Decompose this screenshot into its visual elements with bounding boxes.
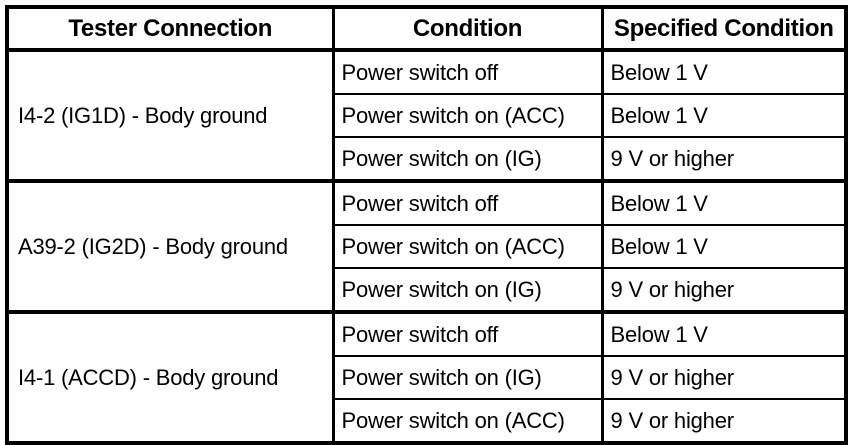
table-row: I4-2 (IG1D) - Body ground Power switch o…: [7, 50, 846, 181]
specified-condition-cell: 9 V or higher: [602, 267, 846, 312]
condition-cell: Power switch off: [333, 179, 604, 225]
tester-connection-cell: I4-1 (ACCD) - Body ground: [7, 310, 335, 443]
condition-cell: Power switch off: [333, 310, 604, 356]
table-row: Power switch on (ACC) Below 1 V: [7, 224, 846, 268]
specified-condition-cell: 9 V or higher: [602, 398, 846, 443]
condition-cell: Power switch on (IG): [333, 355, 604, 399]
condition-cell: Power switch on (IG): [333, 136, 604, 181]
specified-condition-cell: Below 1 V: [602, 224, 846, 268]
table-row: Power switch on (IG) 9 V or higher: [7, 136, 846, 181]
tester-connection-cell: A39-2 (IG2D) - Body ground: [7, 179, 335, 312]
column-header-specified-condition: Specified Condition: [602, 7, 846, 52]
specification-table: Tester Connection Condition Specified Co…: [5, 5, 848, 445]
specified-condition-cell: Below 1 V: [602, 310, 846, 356]
table-row: Power switch on (IG) 9 V or higher: [7, 355, 846, 399]
specified-condition-cell: Below 1 V: [602, 50, 846, 94]
condition-cell: Power switch on (ACC): [333, 398, 604, 443]
table-header: Tester Connection Condition Specified Co…: [7, 7, 846, 52]
column-header-condition: Condition: [333, 7, 604, 52]
condition-cell: Power switch off: [333, 50, 604, 94]
column-header-tester-connection: Tester Connection: [7, 7, 335, 52]
table-row: I4-1 (ACCD) - Body ground Power switch o…: [7, 310, 846, 443]
tester-connection-cell: I4-2 (IG1D) - Body ground: [7, 50, 335, 181]
specified-condition-cell: 9 V or higher: [602, 136, 846, 181]
condition-cell: Power switch on (ACC): [333, 93, 604, 137]
table-body: I4-2 (IG1D) - Body ground Power switch o…: [7, 50, 846, 443]
specified-condition-cell: Below 1 V: [602, 93, 846, 137]
table-row: A39-2 (IG2D) - Body ground Power switch …: [7, 179, 846, 312]
specified-condition-cell: 9 V or higher: [602, 355, 846, 399]
condition-cell: Power switch on (ACC): [333, 224, 604, 268]
header-row: Tester Connection Condition Specified Co…: [7, 7, 846, 52]
table-row: Power switch on (ACC) Below 1 V: [7, 93, 846, 137]
spec-table-container: Tester Connection Condition Specified Co…: [5, 5, 848, 445]
specified-condition-cell: Below 1 V: [602, 179, 846, 225]
condition-cell: Power switch on (IG): [333, 267, 604, 312]
table-row: Power switch on (IG) 9 V or higher: [7, 267, 846, 312]
